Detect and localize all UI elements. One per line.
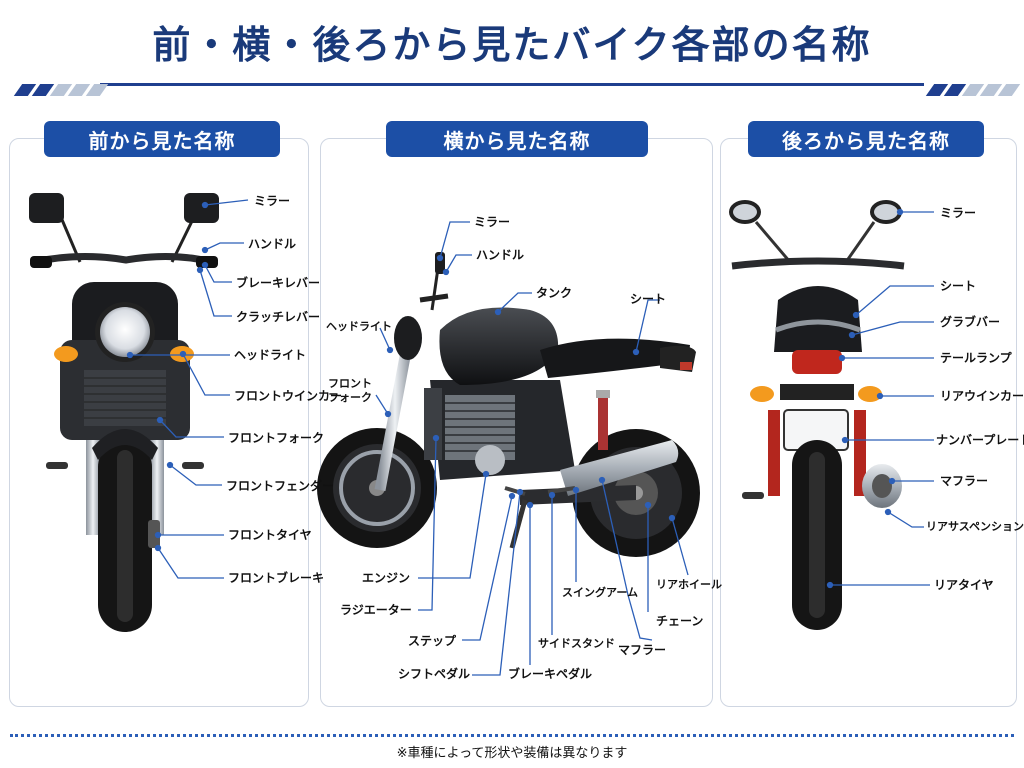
rear-label-tail-lamp: テールランプ [940,351,1012,365]
footer-divider [10,734,1014,737]
footnote: ※車種によって形状や装備は異なります [396,746,628,761]
side-label-chain: チェーン [656,614,704,628]
side-label-swing-arm: スイングアーム [562,586,639,599]
side-label-handle: ハンドル [476,248,525,262]
rear-label-number-plate: ナンバープレート [936,433,1024,447]
side-label-headlight: ヘッドライト [326,320,392,333]
side-label-mirror: ミラー [474,215,511,229]
side-label-seat: シート [630,292,667,306]
leader-lines [126,199,934,676]
front-label-front-brake: フロントブレーキ [228,571,325,585]
side-label-front-fork: フロント フォーク [328,377,372,404]
side-label-muffler: マフラー [618,643,667,657]
side-label-shift-pedal: シフトペダル [398,667,471,681]
title-underline [100,83,924,86]
front-label-headlight: ヘッドライト [234,348,307,362]
front-label-front-fender: フロントフェンダー [226,479,335,493]
front-label-mirror: ミラー [254,194,291,208]
front-motorcycle-illustration [29,193,219,632]
rear-motorcycle-illustration [729,200,905,630]
page-title: 前・横・後ろから見たバイク各部の名称 [152,23,872,67]
rear-label-muffler: マフラー [940,474,989,488]
front-label-handle: ハンドル [248,237,297,251]
front-label-front-tire: フロントタイヤ [228,528,312,542]
side-motorcycle-illustration [317,252,700,557]
side-view-heading: 横から見た名称 [386,121,648,157]
side-label-side-stand: サイドスタンド [538,637,615,650]
rear-label-mirror: ミラー [940,206,977,220]
rear-view-heading: 後ろから見た名称 [748,121,984,157]
side-label-engine: エンジン [362,571,411,585]
side-label-radiator: ラジエーター [340,603,412,617]
side-label-rear-wheel: リアホイール [656,578,722,591]
rear-label-rear-winker: リアウインカー [940,389,1024,403]
front-view-heading: 前から見た名称 [44,121,280,157]
side-label-step: ステップ [408,634,457,648]
front-label-brake-lever: ブレーキレバー [236,276,321,290]
front-label-front-fork: フロントフォーク [228,431,325,445]
front-label-front-winker: フロントウインカー [234,389,343,403]
rear-label-seat: シート [940,279,977,293]
front-label-clutch-lever: クラッチレバー [236,310,321,324]
rear-label-grab-bar: グラブバー [940,315,1001,329]
rear-label-rear-suspension: リアサスペンション [926,520,1024,533]
side-label-brake-pedal: ブレーキペダル [508,667,593,681]
side-label-tank: タンク [536,286,573,300]
rear-label-rear-tire: リアタイヤ [934,578,994,592]
